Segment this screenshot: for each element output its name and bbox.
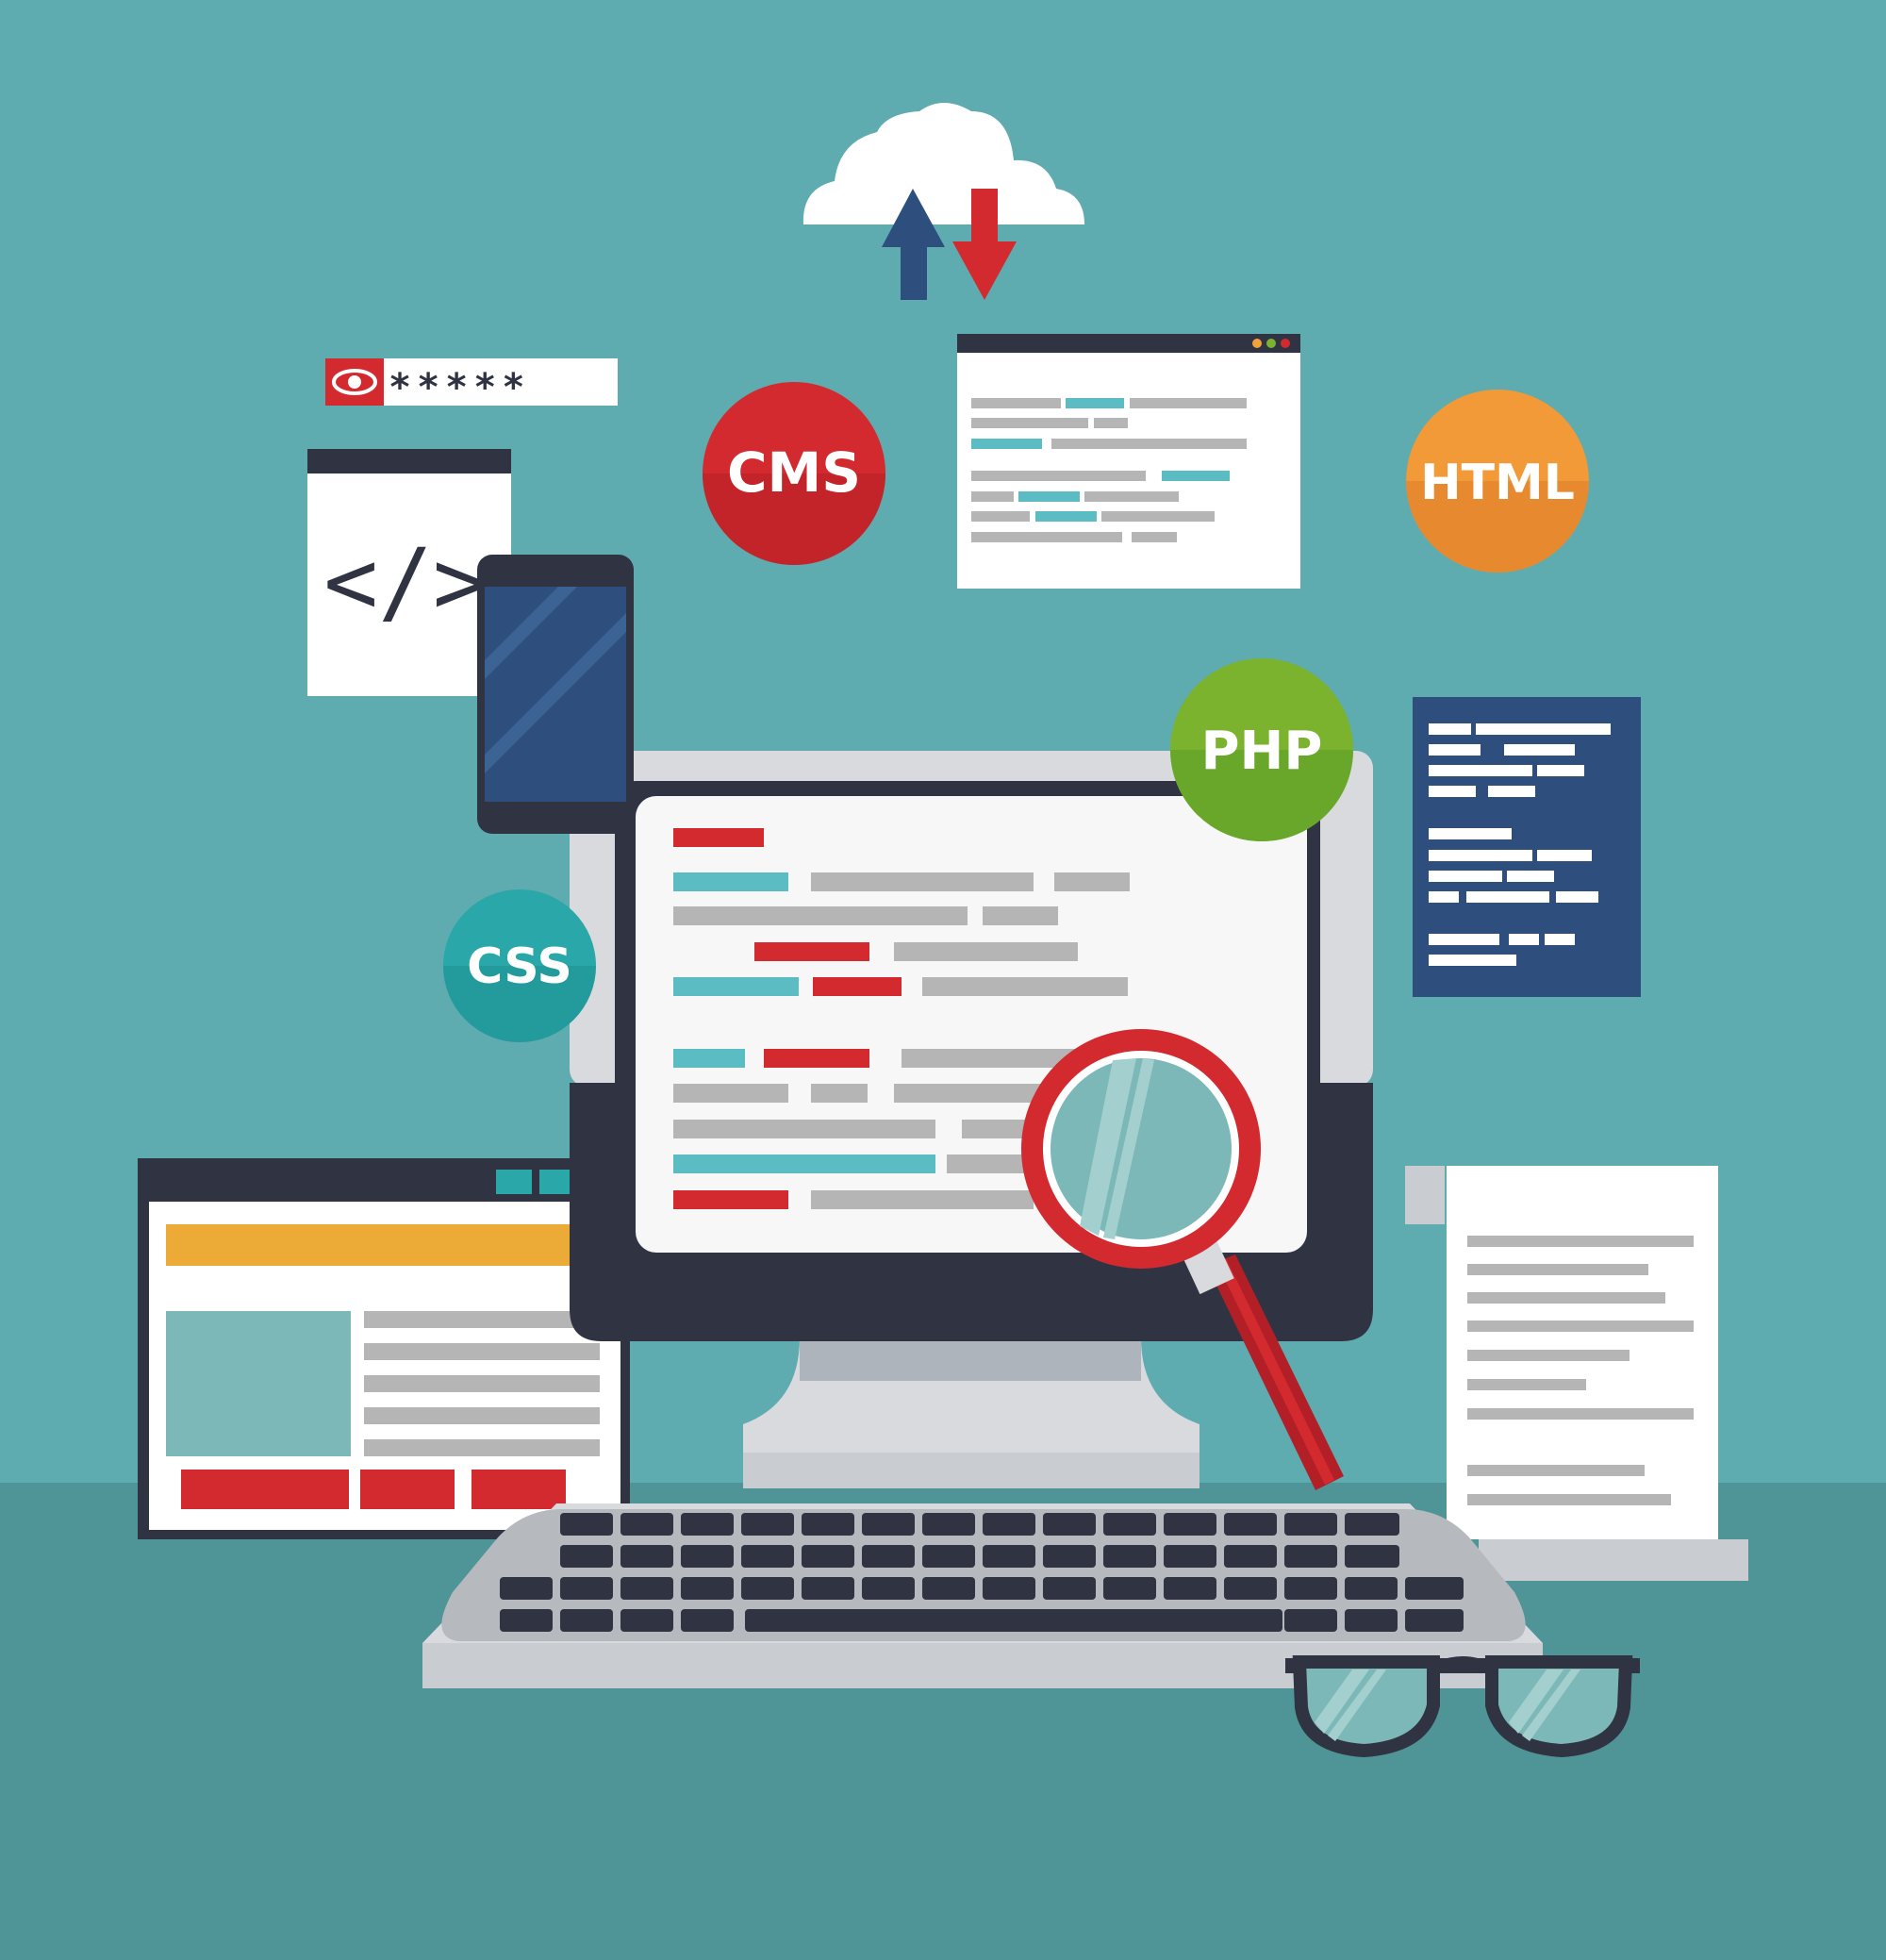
- smartphone-icon: [477, 555, 634, 834]
- glasses-icon: [1285, 1655, 1640, 1758]
- cms-badge: CMS: [703, 382, 885, 565]
- website-layout-window: [138, 1158, 630, 1539]
- password-value: *****: [389, 366, 530, 409]
- navy-document: [1413, 697, 1641, 997]
- paper-scroll: [1405, 1166, 1748, 1581]
- window-dot-red: [1281, 339, 1290, 348]
- cloud-sync-icon: [802, 103, 1084, 300]
- php-badge-label: PHP: [1201, 721, 1323, 782]
- password-field[interactable]: *****: [325, 358, 618, 409]
- magnifier-icon: [1021, 1029, 1344, 1490]
- browser-window-top: [957, 334, 1300, 589]
- html-badge: HTML: [1406, 390, 1589, 573]
- keyboard-icon: [422, 1503, 1543, 1688]
- screen-code-lines: [673, 828, 1130, 1209]
- browser-text-lines: [971, 398, 1247, 542]
- code-glyph: </>: [323, 529, 487, 635]
- download-arrow-icon: [952, 189, 1017, 300]
- css-badge-label: CSS: [467, 938, 572, 995]
- upload-arrow-icon: [882, 189, 945, 300]
- cms-badge-label: CMS: [727, 440, 861, 505]
- window-dot-orange: [1252, 339, 1262, 348]
- keyboard-keys: [500, 1513, 1464, 1632]
- window-dot-green: [1266, 339, 1276, 348]
- html-badge-label: HTML: [1420, 455, 1575, 511]
- css-badge: CSS: [443, 889, 596, 1042]
- php-badge: PHP: [1170, 658, 1353, 841]
- eye-icon: [332, 369, 377, 395]
